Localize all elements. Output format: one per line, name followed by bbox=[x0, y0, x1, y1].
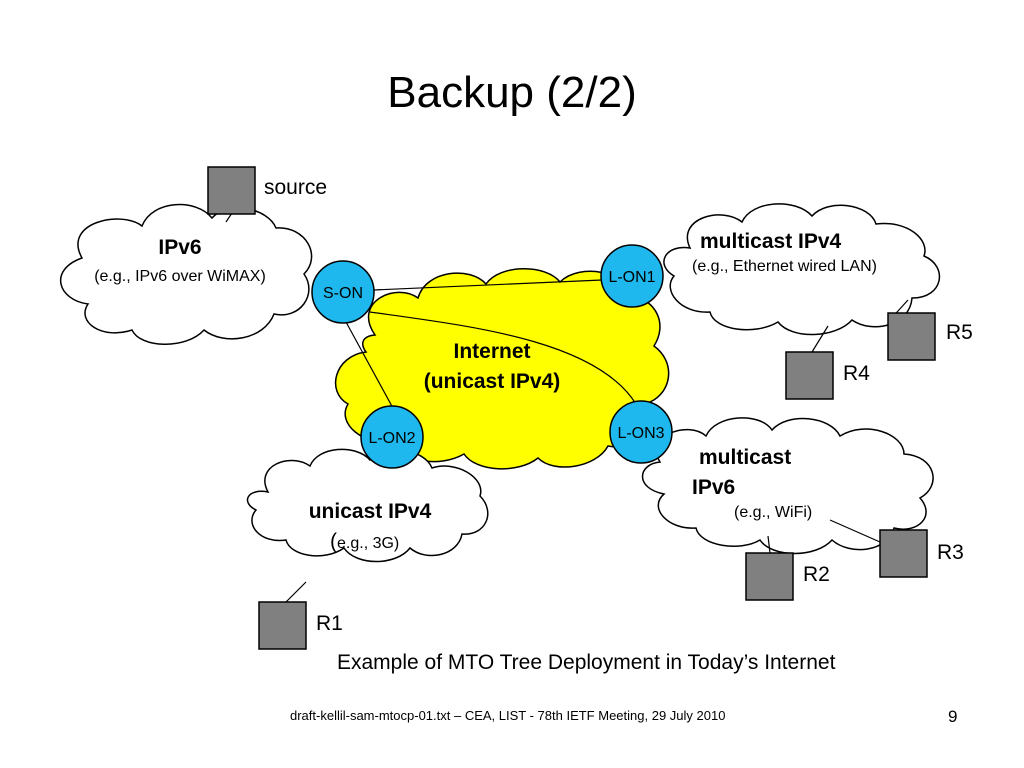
footer-text: draft-kellil-sam-mtocp-01.txt – CEA, LIS… bbox=[290, 708, 726, 723]
link-r2-cloud bbox=[767, 535, 771, 554]
r1-host bbox=[258, 601, 307, 650]
multicast-ipv6-subtitle: (e.g., WiFi) bbox=[734, 504, 813, 521]
multicast-ipv6-cloud bbox=[641, 417, 934, 555]
link-s-on-l-on2 bbox=[345, 321, 395, 411]
r5-host bbox=[887, 312, 936, 361]
source-label: source bbox=[264, 176, 328, 199]
unicast-ipv4-subtitle-group: (e.g., 3G) bbox=[330, 530, 399, 554]
r3-label: R3 bbox=[937, 541, 964, 564]
ipv6-cloud-title: IPv6 bbox=[158, 236, 202, 259]
link-r1-cloud bbox=[285, 581, 307, 603]
unicast-ipv4-title: unicast IPv4 bbox=[308, 500, 432, 523]
diagram-caption: Example of MTO Tree Deployment in Today’… bbox=[337, 651, 836, 674]
ipv6-cloud-subtitle: (e.g., IPv6 over WiMAX) bbox=[94, 268, 266, 285]
link-r3-cloud bbox=[829, 519, 881, 543]
r5-label: R5 bbox=[946, 321, 973, 344]
unicast-ipv4-paren: ( bbox=[330, 530, 337, 553]
ipv6-cloud bbox=[60, 203, 313, 345]
link-s-on-l-on1 bbox=[373, 279, 603, 291]
page-number: 9 bbox=[948, 707, 958, 726]
l-on1-label: L-ON1 bbox=[608, 269, 655, 286]
s-on-label: S-ON bbox=[323, 285, 363, 302]
r2-host bbox=[745, 552, 794, 601]
multicast-ipv4-cloud bbox=[663, 203, 941, 336]
l-on2-node bbox=[360, 405, 424, 469]
internet-subtitle: (unicast IPv4) bbox=[423, 370, 561, 393]
multicast-ipv4-title: multicast IPv4 bbox=[700, 230, 842, 253]
r4-host bbox=[785, 351, 834, 400]
slide-title: Backup (2/2) bbox=[387, 68, 637, 117]
link-s-on-l-on3 bbox=[369, 311, 637, 405]
unicast-ipv4-subtitle: e.g., 3G) bbox=[337, 535, 400, 552]
l-on3-node bbox=[609, 400, 673, 464]
multicast-ipv6-title-line2: IPv6 bbox=[692, 476, 736, 499]
unicast-ipv4-cloud bbox=[246, 448, 489, 563]
s-on-node bbox=[311, 260, 375, 324]
multicast-ipv6-title-line1: multicast bbox=[699, 446, 792, 469]
source-host bbox=[207, 166, 256, 215]
l-on1-node bbox=[600, 244, 664, 308]
multicast-ipv4-subtitle: (e.g., Ethernet wired LAN) bbox=[692, 258, 877, 275]
l-on2-label: L-ON2 bbox=[368, 430, 415, 447]
link-r4-cloud bbox=[811, 325, 829, 353]
internet-title: Internet bbox=[453, 340, 531, 363]
l-on3-label: L-ON3 bbox=[617, 425, 664, 442]
r1-label: R1 bbox=[316, 612, 343, 635]
r4-label: R4 bbox=[843, 362, 870, 385]
r2-label: R2 bbox=[803, 563, 830, 586]
r3-host bbox=[879, 529, 928, 578]
